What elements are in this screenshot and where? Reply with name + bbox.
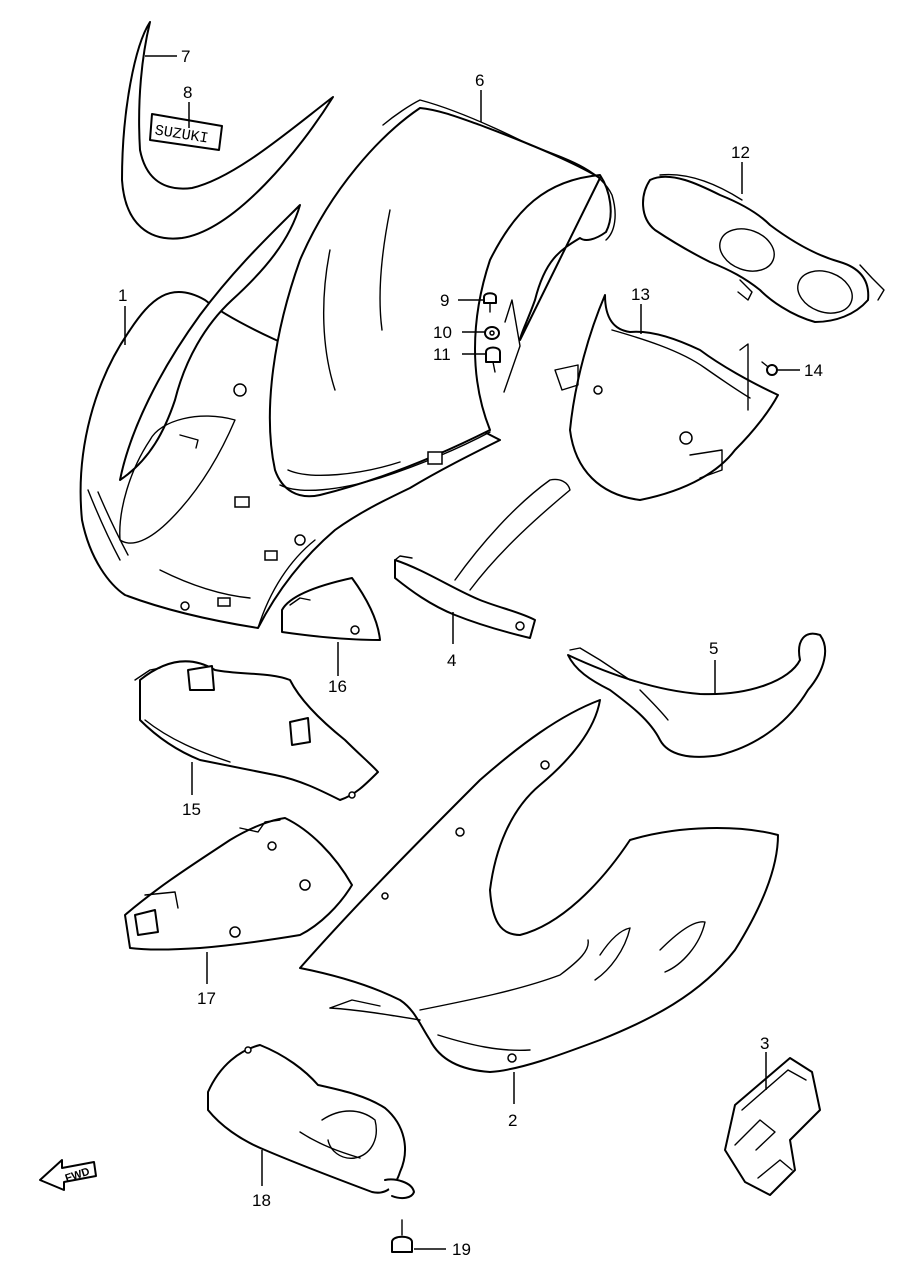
part-15-inner-lower-panel[interactable] — [134, 660, 379, 801]
part-6-windscreen[interactable] — [268, 99, 616, 498]
callout-1: 1 — [118, 286, 127, 305]
callout-2: 2 — [508, 1111, 517, 1130]
part-19-bolt[interactable] — [391, 1219, 413, 1253]
part-14-screw[interactable] — [761, 361, 778, 376]
callout-5: 5 — [709, 639, 718, 658]
callout-3: 3 — [760, 1034, 769, 1053]
part-2-lower-fairing[interactable] — [299, 699, 779, 1073]
part-8-decal[interactable]: SUZUKI — [149, 113, 223, 151]
part-4-brace[interactable] — [394, 478, 571, 639]
part-18-under-cover[interactable] — [207, 1044, 415, 1200]
callout-14: 14 — [804, 361, 823, 380]
callout-4: 4 — [447, 651, 456, 670]
fwd-arrow-icon: FWD — [39, 1159, 97, 1191]
callout-15: 15 — [182, 800, 201, 819]
callout-10: 10 — [433, 323, 452, 342]
callout-11: 11 — [433, 345, 451, 364]
callout-16: 16 — [328, 677, 347, 696]
part-12-bracket[interactable] — [642, 173, 885, 323]
callout-18: 18 — [252, 1191, 271, 1210]
callout-labels: 1 2 3 4 5 6 7 8 9 10 11 12 13 14 15 16 1… — [118, 47, 823, 1259]
callout-6: 6 — [475, 71, 484, 90]
part-10-washer[interactable] — [484, 326, 500, 340]
part-5-lower-side-panel[interactable] — [567, 632, 827, 758]
part-7-upper-panel[interactable] — [121, 21, 334, 240]
callout-17: 17 — [197, 989, 216, 1008]
callout-19: 19 — [452, 1240, 471, 1259]
part-11-nut[interactable] — [485, 346, 501, 373]
leader-lines — [124, 55, 800, 1250]
callout-8: 8 — [183, 83, 192, 102]
part-16-small-panel[interactable] — [281, 577, 381, 641]
part-3-emblem[interactable] — [724, 1057, 821, 1196]
callout-7: 7 — [181, 47, 190, 66]
part-13-inner-panel[interactable] — [554, 294, 779, 501]
part-9-screw[interactable] — [483, 292, 497, 313]
fastener-guide-line — [503, 299, 521, 393]
callout-13: 13 — [631, 285, 650, 304]
part-17-side-panel[interactable] — [124, 817, 353, 951]
callout-12: 12 — [731, 143, 750, 162]
callout-9: 9 — [440, 291, 449, 310]
